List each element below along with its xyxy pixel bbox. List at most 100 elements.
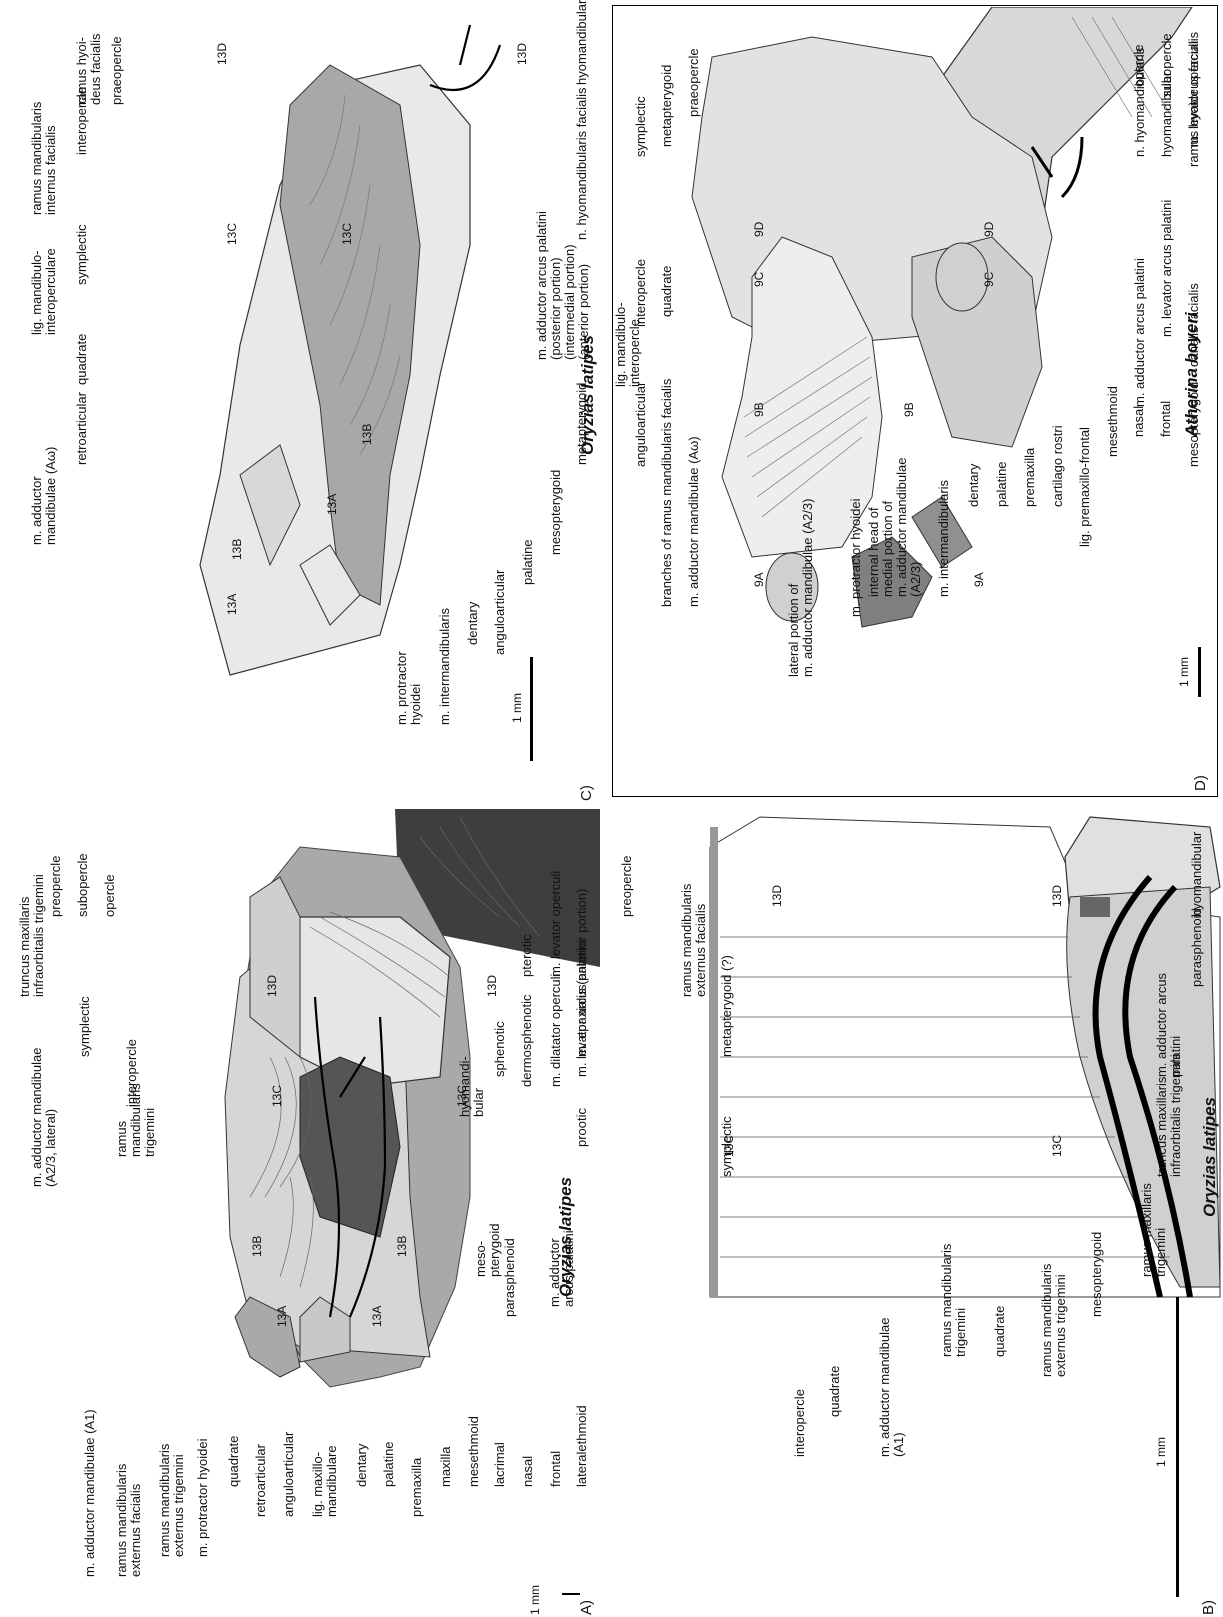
tag-9c: 9C	[982, 272, 996, 287]
label-subopercle: subopercle	[1160, 33, 1174, 97]
label-adductor-aw: m. adductor mandibulae (Aω)	[687, 436, 701, 607]
label-lacrimal: lacrimal	[493, 1442, 507, 1487]
panel-d-letter: D)	[1192, 775, 1209, 791]
label-dentary: dentary	[466, 602, 480, 645]
tag-9d: 9D	[752, 222, 766, 237]
label-meso-pterygoid: meso- pterygoid	[474, 1224, 502, 1277]
label-ramus-mand-ext-fac: ramus mandibularis externus facialis	[680, 884, 708, 997]
panel-c-letter: C)	[578, 785, 595, 801]
tag-13a: 13A	[275, 1306, 289, 1327]
label-ramus-mand-trig: ramus mandibularis trigemini	[115, 1083, 157, 1157]
label-palatine: palatine	[521, 539, 535, 585]
label-intermandibularis: m. intermandibularis	[438, 608, 452, 725]
panel-b-scale-bar	[1176, 1297, 1179, 1597]
label-adductor-arcus: m. adductor arcus palatini	[1133, 258, 1147, 407]
label-protractor-hyoidei: m. protractor hyoidei	[196, 1439, 210, 1558]
tag-13b: 13B	[230, 539, 244, 560]
label-hyomandibular: hyomandibular	[575, 0, 589, 85]
label-prootic: prootic	[575, 1108, 589, 1147]
tag-13a: 13A	[370, 1306, 384, 1327]
tag-13c: 13C	[722, 1135, 736, 1157]
label-hyomandibular: hyomandibular	[1190, 832, 1204, 917]
label-ramus-mand-ext-fac: ramus mandibularis externus facialis	[115, 1464, 143, 1577]
label-canalis: canalis facialis	[1187, 283, 1201, 367]
label-quadrate-1: quadrate	[993, 1306, 1007, 1357]
label-lateral-portion: lateral portion of m. adductor mandibula…	[787, 499, 815, 677]
tag-9a: 9A	[752, 572, 766, 587]
tag-13d: 13D	[485, 975, 499, 997]
panel-d-scale-bar	[1198, 647, 1201, 697]
label-mesethmoid: mesethmoid	[467, 1416, 481, 1487]
panel-b-species: Oryzias latipes	[1200, 1097, 1220, 1217]
label-metapterygoid: metapterygoid	[660, 65, 674, 147]
label-protractor: m. protractor hyoidei	[395, 651, 423, 725]
label-truncus: truncus maxillaris infraorbitalis trigem…	[18, 874, 46, 997]
label-ramus-mand-ext-trig: ramus mandibularis externus trigemini	[158, 1444, 186, 1557]
label-ramus-mand-ext-trig: ramus mandibularis externus trigemini	[1040, 1264, 1068, 1377]
label-lig-maxillo-mandibulare: lig. maxillo- mandibulare	[311, 1445, 339, 1517]
label-palatine: palatine	[382, 1441, 396, 1487]
label-lig-mandibulo: lig. mandibulo- interopercle	[614, 302, 642, 387]
tag-9b: 9B	[752, 402, 766, 417]
panel-a-scale: 1 mm	[528, 1585, 542, 1615]
label-symplectic: symplectic	[75, 224, 89, 285]
panel-d-scale: 1 mm	[1177, 657, 1191, 687]
label-nasal: nasal	[1132, 406, 1146, 437]
label-frontal: frontal	[1159, 401, 1173, 437]
label-intermandibularis: m. intermandibularis	[937, 480, 951, 597]
label-branches: branches of ramus mandibularis facialis	[660, 379, 674, 607]
label-parasphenoid: parasphenoid	[503, 1238, 517, 1317]
label-dentary: dentary	[967, 464, 981, 507]
label-maxilla: maxilla	[439, 1447, 453, 1487]
label-praeopercle: praeopercle	[110, 36, 124, 105]
label-dilatator: m. dilatator operculi	[549, 974, 563, 1087]
panel-d: D) Atherina boyeri 1 mm mesopterygoid fr…	[612, 7, 1216, 797]
panel-c-scale: 1 mm	[510, 693, 524, 723]
panel-b-letter: B)	[1200, 1600, 1217, 1615]
label-palatine: palatine	[995, 461, 1009, 507]
tag-9c: 9C	[752, 272, 766, 287]
tag-13d: 13D	[515, 43, 529, 65]
tag-13d: 13D	[770, 885, 784, 907]
label-preopercle: preopercle	[49, 856, 63, 917]
label-sphenotic: sphenotic	[493, 1021, 507, 1077]
label-opercle: opercle	[1132, 44, 1146, 87]
label-adductor-a1: m. adductor mandibulae (A1)	[83, 1409, 97, 1577]
label-anguloarticular: anguloarticular	[493, 570, 507, 655]
label-preopercle: preopercle	[620, 856, 634, 917]
label-adductor-a23: m. adductor mandibulae (A2/3, lateral)	[30, 1048, 58, 1187]
label-lig-mandibulo: lig. mandibulo- interoperculare	[30, 248, 58, 335]
label-adductor-arcus: m. adductor arcus palatini	[1155, 973, 1183, 1077]
label-ramus-max-trig: ramus maxillaris trigemini	[1140, 1183, 1168, 1277]
tag-9b: 9B	[902, 402, 916, 417]
label-mesopterygoid: mesopterygoid	[1187, 382, 1201, 467]
label-mesopterygoid: mesopterygoid	[1090, 1232, 1104, 1317]
label-adductor-arcus: m. adductor arcus palatini	[548, 1230, 576, 1307]
label-adductor-a1: m. adductor mandibulae (A1)	[878, 1318, 906, 1457]
panel-a-letter: A)	[578, 1600, 595, 1615]
label-adductor-aw: m. adductor mandibulae (Aω)	[30, 447, 58, 545]
label-anguloarticular: anguloarticular	[282, 1432, 296, 1517]
label-lateralethmoid: lateralethmoid	[575, 1405, 589, 1487]
tag-13b: 13B	[250, 1236, 264, 1257]
panel-b: B) Oryzias latipes 1 mm ramus maxillaris…	[610, 809, 1223, 1617]
label-mesopterygoid: mesopterygoid	[549, 470, 563, 555]
panel-a: A) Oryzias latipes 1 mm lateralethmoid f…	[0, 809, 600, 1617]
label-retroarticular: retroarticular	[75, 392, 89, 465]
label-levator-operculi: m. levator operculi	[1187, 41, 1201, 147]
label-interopercle: interopercle	[75, 87, 89, 155]
panel-b-scale: 1 mm	[1154, 1437, 1168, 1467]
tag-13c: 13C	[340, 223, 354, 245]
label-quadrate: quadrate	[660, 266, 674, 317]
tag-13c: 13C	[455, 1085, 469, 1107]
panel-c-illustration	[0, 0, 600, 805]
label-protractor: m. protractor hyoidei	[849, 499, 863, 618]
tag-13d: 13D	[215, 43, 229, 65]
tag-13c: 13C	[1050, 1135, 1064, 1157]
label-nasal: nasal	[521, 1456, 535, 1487]
label-epaxialis: m. epaxialis (anterior portion)	[575, 889, 589, 1057]
tag-13c: 13C	[225, 223, 239, 245]
tag-9a: 9A	[972, 572, 986, 587]
